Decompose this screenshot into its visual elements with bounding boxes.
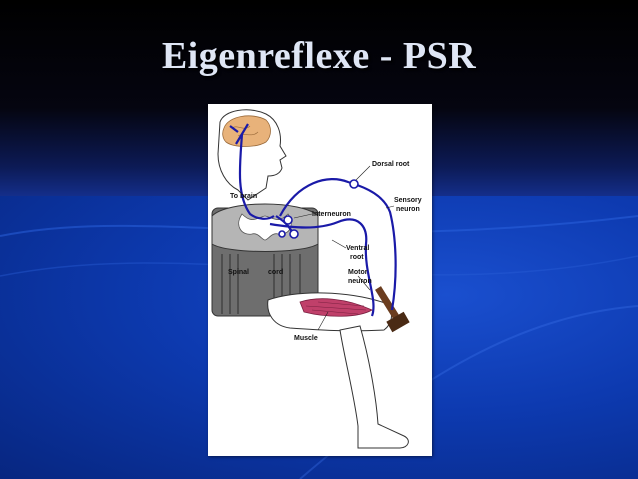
quadriceps-muscle [299,298,373,317]
label-cord: cord [268,269,283,276]
label-to-brain: To brain [230,193,257,200]
ascending-tract [238,133,275,220]
sensory-fiber [279,178,397,311]
motor-fiber [269,218,375,317]
reflex-arc-diagram: Dorsal root To brain Sensory neuron Inte… [211,109,422,449]
brain [222,115,271,147]
label-motor: Motor [348,269,368,276]
dorsal-root-ganglion [349,179,359,189]
label-sensory-neuron: neuron [396,206,420,213]
slide-title: Eigenreflexe - PSR [161,35,477,77]
reflex-arc-figure: Dorsal root To brain Sensory neuron Inte… [208,104,432,456]
label-spinal: Spinal [228,269,249,276]
label-interneuron: Interneuron [312,211,351,218]
lower-leg [339,325,409,449]
label-dorsal-root: Dorsal root [372,161,410,168]
neuron-cells [278,179,359,239]
motor-neuron-cell [289,229,299,239]
gray-matter [238,213,292,241]
label-ventral-root: root [350,254,364,261]
spinal-cord-stripes [221,254,301,314]
label-leaders [293,165,395,331]
nerve-pathways [229,123,397,317]
label-ventral: Ventral [346,245,369,252]
reflex-hammer [375,286,410,333]
interneuron-cell [283,215,293,225]
label-muscle: Muscle [294,335,318,342]
label-sensory: Sensory [394,197,422,204]
label-motor-neuron: neuron [348,278,372,285]
